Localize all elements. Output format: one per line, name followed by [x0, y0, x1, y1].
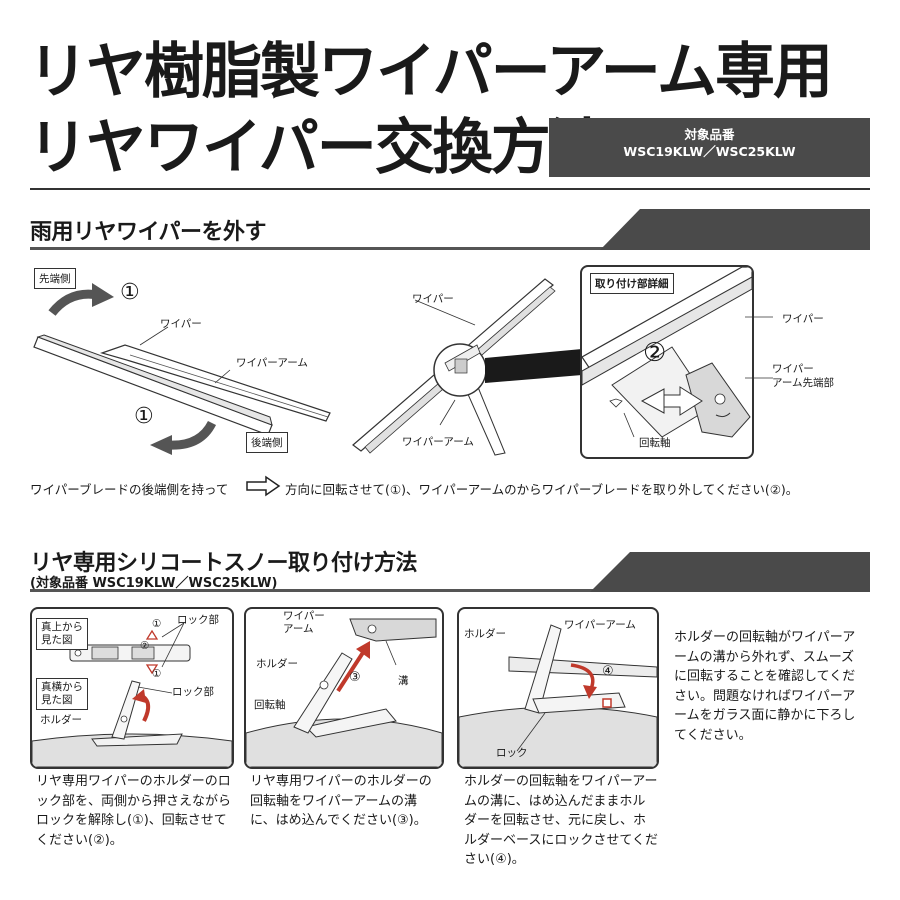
detail-leader-lines — [745, 316, 773, 379]
top-view-label-line2: 見た図 — [41, 634, 73, 646]
detail-illustration — [582, 267, 752, 438]
panel1-illustration — [32, 622, 232, 767]
panel2-holder-label: ホルダー — [256, 658, 298, 670]
section2-side-note: ホルダーの回転軸がワイパーアームの溝から外れず、スムーズに回転することを確認して… — [674, 630, 856, 743]
arm-tip-label: ワイパー アーム先端部 — [772, 362, 834, 390]
panel1-holder-label: ホルダー — [40, 714, 82, 726]
step-panel-2 — [244, 607, 444, 769]
fig1-wiper-label: ワイパー — [160, 318, 202, 330]
fig2-wiper-label: ワイパー — [412, 293, 454, 305]
header-divider — [30, 188, 870, 190]
panel3-caption: ホルダーの回転軸をワイパーアームの溝に、はめ込んだままホルダーを回転させ、元に戻… — [464, 774, 658, 867]
panel3-lock-label: ロック — [496, 747, 528, 759]
target-model-badge: 対象品番 WSC19KLW／WSC25KLW — [549, 118, 870, 177]
step2-number: ② — [643, 338, 667, 368]
panel2-wiper-arm-line1: ワイパー — [283, 610, 325, 622]
fig2-wiper-arm-label: ワイパーアーム — [402, 436, 474, 448]
section1-instruction-after: 方向に回転させて(①)、ワイパーアームのからワイパーブレードを取り外してください… — [285, 482, 799, 497]
side-view-label-line1: 真横から — [41, 681, 83, 693]
lock-part-side-label: ロック部 — [172, 686, 214, 698]
panel1-num-1b: ① — [152, 668, 162, 680]
panel2-illustration — [246, 618, 442, 767]
detail-title: 取り付け部詳細 — [590, 273, 674, 294]
fig1-wiper-arm-label: ワイパーアーム — [236, 357, 308, 369]
figure-wiper-rotation — [33, 283, 331, 455]
rear-side-label: 後端側 — [246, 432, 288, 453]
section2-title-bar — [30, 552, 870, 592]
pivot-label: 回転軸 — [639, 437, 671, 449]
side-view-label-line2: 見た図 — [41, 694, 73, 706]
badge-label: 対象品番 — [684, 127, 735, 142]
arm-tip-label-line2: アーム先端部 — [772, 377, 835, 389]
step-panel-3 — [457, 607, 659, 769]
direction-arrow-icon — [246, 475, 281, 497]
panel1-num-2: ② — [140, 640, 150, 652]
panel3-holder-label: ホルダー — [464, 628, 506, 640]
panel2-pivot-label: 回転軸 — [254, 699, 286, 711]
page-title-line2: リヤワイパー交換方法 — [28, 113, 609, 183]
panel2-groove-label: 溝 — [398, 675, 409, 687]
panel1-caption: リヤ専用ワイパーのホルダーのロック部を、両側から押さえながらロックを解除し(①)… — [36, 774, 232, 848]
top-view-label: 真上から 見た図 — [36, 618, 88, 650]
arm-tip-label-line1: ワイパー — [772, 363, 814, 375]
panel2-wiper-arm-line2: アーム — [283, 623, 314, 635]
step1-bottom-number: ① — [134, 404, 154, 429]
top-view-label-line1: 真上から — [41, 621, 83, 633]
panel2-wiper-arm-label: ワイパー アーム — [283, 610, 325, 636]
front-side-label: 先端側 — [34, 268, 76, 289]
section2-title: リヤ専用シリコートスノー取り付け方法 — [30, 551, 418, 576]
panel3-illustration — [459, 624, 657, 767]
side-view-label: 真横から 見た図 — [36, 678, 88, 710]
panel2-step3: ③ — [349, 670, 361, 685]
panel3-wiper-arm-label: ワイパーアーム — [564, 619, 636, 631]
figure-wiper-overview — [352, 278, 582, 456]
badge-models: WSC19KLW／WSC25KLW — [623, 144, 796, 159]
lock-part-top-label: ロック部 — [177, 614, 219, 626]
panel1-num-1a: ① — [152, 618, 162, 630]
section1-title-bar — [30, 209, 870, 250]
step1-top-number: ① — [120, 280, 140, 305]
panel3-step4: ④ — [602, 664, 614, 679]
section1-title: 雨用リヤワイパーを外す — [30, 220, 267, 245]
detail-panel — [580, 265, 754, 459]
section1-instruction-before: ワイパーブレードの後端側を持って — [30, 482, 229, 497]
fig3-wiper-label: ワイパー — [782, 313, 824, 325]
section2-subtitle: (対象品番 WSC19KLW／WSC25KLW) — [30, 576, 278, 591]
panel2-caption: リヤ専用ワイパーのホルダーの回転軸をワイパーアームの溝に、はめ込んでください(③… — [250, 774, 432, 828]
page-title-line1: リヤ樹脂製ワイパーアーム専用 — [28, 37, 833, 107]
